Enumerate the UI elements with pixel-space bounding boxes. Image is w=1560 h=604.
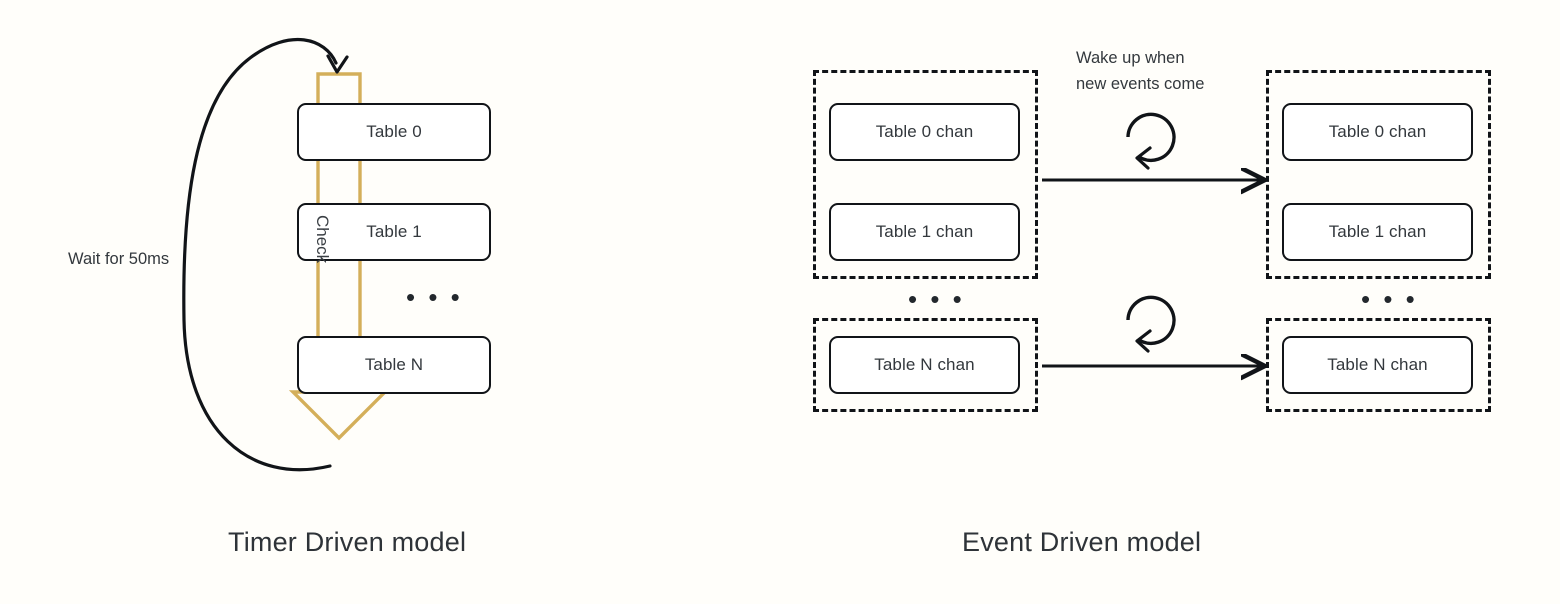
table-box-label: Table N chan bbox=[874, 355, 975, 374]
table-box-timer-n[interactable]: Table N bbox=[297, 336, 491, 394]
table-box-timer-1[interactable]: Table 1 bbox=[297, 203, 491, 261]
table-box-label: Table 1 bbox=[366, 222, 422, 241]
table-chan-box-left-1[interactable]: Table 1 chan bbox=[829, 203, 1020, 261]
wake-up-label-line2: new events come bbox=[1076, 74, 1205, 93]
table-box-label: Table N chan bbox=[1327, 355, 1428, 374]
table-box-label: Table 0 chan bbox=[875, 122, 974, 141]
table-box-label: Table 1 chan bbox=[875, 222, 974, 241]
caption-event-driven: Event Driven model bbox=[962, 527, 1202, 557]
refresh-loop-icon-bottom bbox=[1126, 295, 1176, 353]
dashed-group-right-bottom bbox=[1266, 318, 1491, 412]
table-chan-box-right-n[interactable]: Table N chan bbox=[1282, 336, 1473, 394]
table-box-label: Table 1 chan bbox=[1328, 222, 1427, 241]
check-label: Check bbox=[313, 215, 332, 264]
event-ellipsis-right: • • • bbox=[1361, 284, 1418, 314]
refresh-loop-icon-top bbox=[1126, 112, 1176, 170]
table-box-label: Table N bbox=[364, 355, 424, 374]
table-chan-box-left-n[interactable]: Table N chan bbox=[829, 336, 1020, 394]
wait-loop-arrow bbox=[182, 37, 349, 472]
dashed-group-left-top bbox=[813, 70, 1038, 279]
table-box-label: Table 0 chan bbox=[1328, 122, 1427, 141]
table-chan-box-left-0[interactable]: Table 0 chan bbox=[829, 103, 1020, 161]
table-box-timer-0[interactable]: Table 0 bbox=[297, 103, 491, 161]
table-box-label: Table 0 bbox=[366, 122, 422, 141]
event-ellipsis-left: • • • bbox=[908, 284, 965, 314]
wake-up-label-line1: Wake up when bbox=[1076, 49, 1185, 67]
timer-ellipsis: • • • bbox=[406, 282, 463, 312]
wait-for-50ms-label: Wait for 50ms bbox=[68, 250, 170, 268]
dashed-group-left-bottom bbox=[813, 318, 1038, 412]
table-chan-box-right-1[interactable]: Table 1 chan bbox=[1282, 203, 1473, 261]
table-chan-box-right-0[interactable]: Table 0 chan bbox=[1282, 103, 1473, 161]
wake-up-label: Wake up when new events come bbox=[1076, 46, 1204, 97]
caption-timer-driven: Timer Driven model bbox=[228, 527, 467, 557]
dashed-group-right-top bbox=[1266, 70, 1491, 279]
